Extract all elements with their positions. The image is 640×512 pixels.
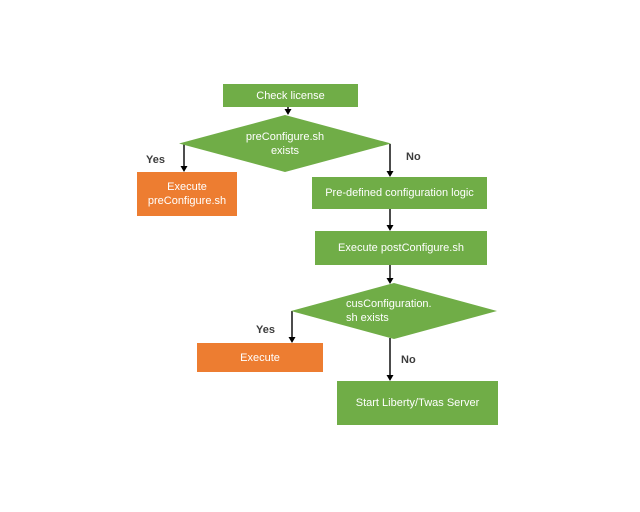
node-execute-preconfigure-label: Execute preConfigure.sh (147, 181, 227, 207)
node-cusconfiguration-decision-label: cusConfiguration. sh exists (346, 298, 432, 324)
edge-label-preconfigure-yes: Yes (146, 154, 165, 166)
edge-label-preconfigure-no: No (406, 151, 421, 163)
node-predefined-logic: Pre-defined configuration logic (312, 177, 487, 209)
node-predefined-logic-label: Pre-defined configuration logic (325, 187, 474, 199)
node-start-server-label: Start Liberty/Twas Server (355, 397, 480, 409)
node-check-license-label: Check license (256, 89, 325, 102)
node-execute: Execute (197, 343, 323, 372)
node-preconfigure-decision: preConfigure.sh exists (179, 115, 391, 172)
node-cusconfiguration-decision: cusConfiguration. sh exists (291, 283, 497, 339)
node-check-license: Check license (223, 84, 358, 107)
node-execute-label: Execute (240, 351, 280, 364)
node-preconfigure-decision-label: preConfigure.sh exists (245, 130, 325, 157)
node-start-server: Start Liberty/Twas Server (337, 381, 498, 425)
edge-label-cusconfiguration-no: No (401, 354, 416, 366)
edge-label-cusconfiguration-yes: Yes (256, 324, 275, 336)
node-execute-postconfigure-label: Execute postConfigure.sh (338, 242, 464, 254)
node-execute-preconfigure: Execute preConfigure.sh (137, 172, 237, 216)
node-execute-postconfigure: Execute postConfigure.sh (315, 231, 487, 265)
